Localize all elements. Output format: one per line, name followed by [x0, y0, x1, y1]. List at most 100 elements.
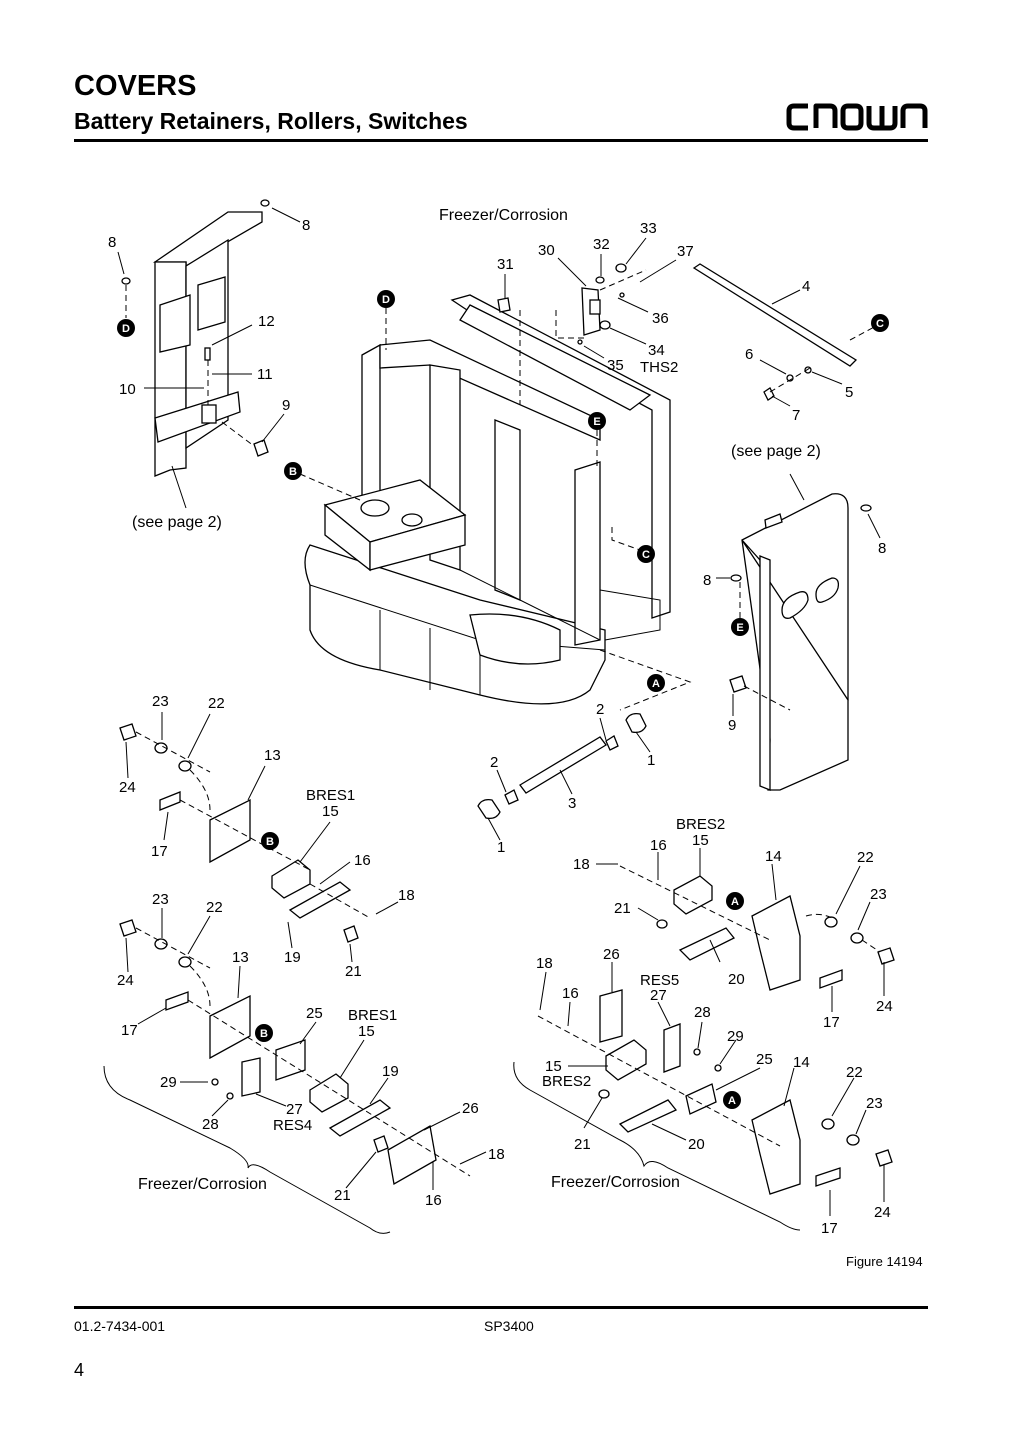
label-ths2: THS2	[640, 359, 678, 376]
chassis-frame	[304, 294, 671, 705]
part-num: 24	[117, 972, 134, 989]
part-num: 16	[562, 985, 579, 1002]
part-num: 1	[497, 839, 505, 856]
callout-a-lower: A	[723, 1091, 741, 1109]
left-cover-assembly	[121, 199, 270, 477]
part-num: 8	[302, 217, 310, 234]
label-see-page-right: (see page 2)	[731, 443, 821, 460]
label-bres2-lower: BRES2	[542, 1073, 591, 1090]
part-num: 13	[264, 747, 281, 764]
part-num: 25	[756, 1051, 773, 1068]
part-num: 9	[728, 717, 736, 734]
callout-a-upper: A	[726, 892, 744, 910]
part-num: 12	[258, 313, 275, 330]
part-num: 28	[694, 1004, 711, 1021]
part-num: 11	[257, 366, 273, 383]
part-num: 14	[793, 1054, 810, 1071]
svg-text:E: E	[736, 622, 743, 634]
svg-text:D: D	[122, 323, 130, 335]
part-num: 23	[152, 891, 169, 908]
svg-text:A: A	[731, 896, 739, 908]
part-num: 18	[536, 955, 553, 972]
part-num: 8	[108, 234, 116, 251]
svg-text:A: A	[652, 678, 660, 690]
long-bar-part-4	[692, 263, 877, 401]
label-see-page-left: (see page 2)	[132, 514, 222, 531]
part-num: 7	[792, 407, 800, 424]
part-num: 2	[596, 701, 604, 718]
right-switch-group-upper	[619, 865, 895, 991]
svg-text:C: C	[876, 318, 884, 330]
part-num: 5	[845, 384, 853, 401]
figure-label: Figure 14194	[846, 1254, 923, 1269]
part-num: 17	[151, 843, 168, 860]
part-num: 8	[703, 572, 711, 589]
part-num: 22	[857, 849, 874, 866]
label-bres2-upper: BRES2	[676, 816, 725, 833]
part-num: 19	[382, 1063, 399, 1080]
callout-a-frame: A	[647, 674, 665, 692]
part-num: 21	[345, 963, 362, 980]
label-freezer-top: Freezer/Corrosion	[439, 207, 568, 224]
part-num: 17	[821, 1220, 838, 1237]
part-num: 8	[878, 540, 886, 557]
part-num: 15	[692, 832, 709, 849]
part-num: 18	[488, 1146, 505, 1163]
callout-c-frame: C	[637, 545, 655, 563]
label-res5: RES5	[640, 972, 679, 989]
svg-text:B: B	[289, 466, 297, 478]
leader-lines	[117, 207, 885, 1216]
right-switch-group-lower	[513, 989, 893, 1231]
callout-d-top: D	[377, 290, 395, 308]
part-num: 34	[648, 342, 665, 359]
part-num: 21	[574, 1136, 591, 1153]
part-num: 14	[765, 848, 782, 865]
part-num: 37	[677, 243, 694, 260]
part-num: 19	[284, 949, 301, 966]
part-num: 25	[306, 1005, 323, 1022]
part-num: 24	[876, 998, 893, 1015]
svg-text:C: C	[642, 549, 650, 561]
part-num: 1	[647, 752, 655, 769]
part-num: 16	[354, 852, 371, 869]
doc-number: 01.2-7434-001	[74, 1318, 166, 1334]
part-num: 3	[568, 795, 576, 812]
svg-text:D: D	[382, 294, 390, 306]
part-num: 29	[160, 1074, 177, 1091]
part-num: 26	[603, 946, 620, 963]
label-freezer-right: Freezer/Corrosion	[551, 1174, 680, 1191]
label-res4: RES4	[273, 1117, 312, 1134]
model-number: SP3400	[484, 1318, 534, 1334]
part-num: 17	[121, 1022, 138, 1039]
part-num: 15	[545, 1058, 562, 1075]
part-num: 22	[846, 1064, 863, 1081]
svg-text:A: A	[728, 1095, 736, 1107]
ths2-switch-assembly	[497, 263, 647, 345]
svg-text:B: B	[266, 836, 274, 848]
page-title: COVERS	[74, 70, 197, 102]
part-num: 21	[614, 900, 631, 917]
label-bres1-upper: BRES1	[306, 787, 355, 804]
part-num: 31	[497, 256, 514, 273]
part-num: 36	[652, 310, 669, 327]
part-num: 30	[538, 242, 555, 259]
part-num: 9	[282, 397, 290, 414]
callout-e-frame: E	[588, 412, 606, 430]
part-num: 6	[745, 346, 753, 363]
part-num: 27	[286, 1101, 303, 1118]
part-num: 20	[728, 971, 745, 988]
callout-d-left: D	[117, 319, 135, 337]
part-num: 22	[206, 899, 223, 916]
callout-e-cover: E	[731, 618, 749, 636]
callout-b-upper: B	[261, 832, 279, 850]
part-num: 32	[593, 236, 610, 253]
callout-b-lower: B	[255, 1024, 273, 1042]
label-bres1-lower: BRES1	[348, 1007, 397, 1024]
part-num: 18	[398, 887, 415, 904]
part-num: 35	[607, 357, 624, 374]
part-num: 2	[490, 754, 498, 771]
part-num: 10	[119, 381, 136, 398]
part-num: 20	[688, 1136, 705, 1153]
part-num: 17	[823, 1014, 840, 1031]
part-num: 16	[650, 837, 667, 854]
